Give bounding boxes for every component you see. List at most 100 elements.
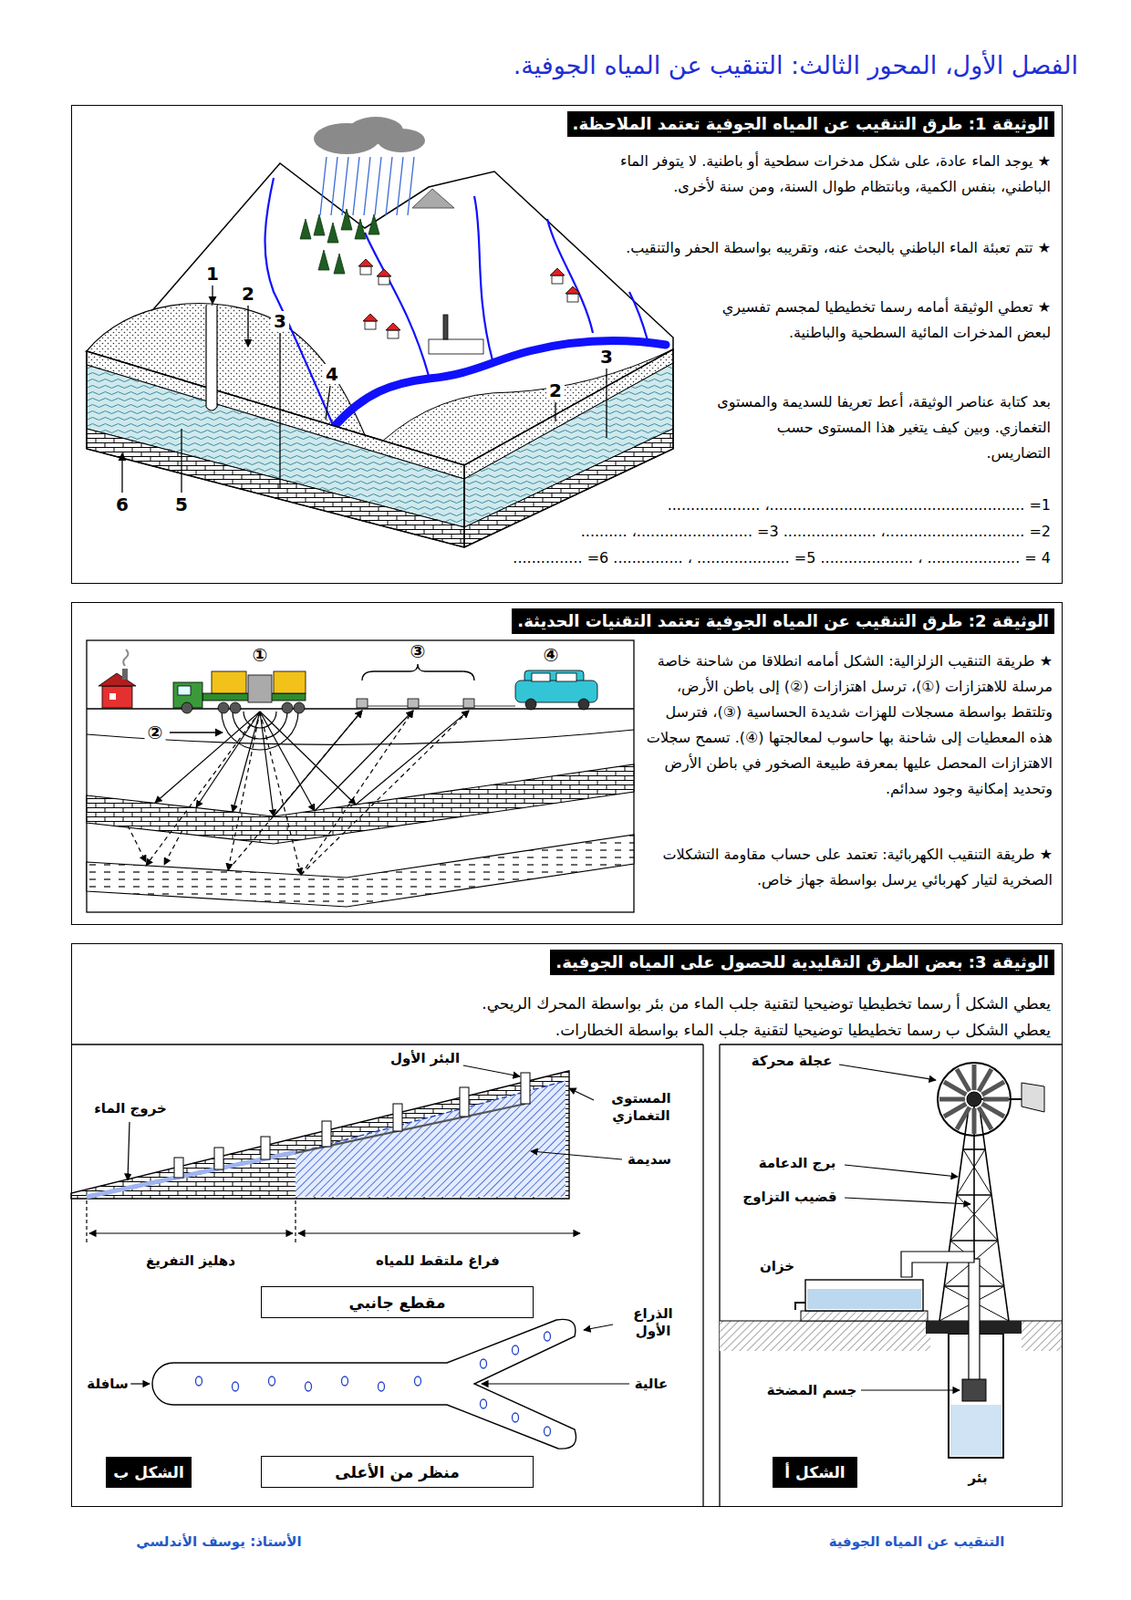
tank (805, 1279, 924, 1311)
computer-van (515, 670, 598, 710)
panel-dividers-part (702, 1044, 704, 1507)
well-shafts-part (393, 1103, 403, 1131)
house-part (102, 685, 133, 708)
riser-pipe (968, 1258, 980, 1381)
part-label: سافلة (83, 1375, 131, 1393)
vibrator-truck-part (248, 674, 272, 703)
box-label: مقطع جانبي (348, 1293, 446, 1312)
vibrator-truck-part (281, 702, 293, 714)
houses (358, 259, 581, 354)
shaft-openings-part (305, 1381, 312, 1391)
shaft-openings-part (196, 1376, 203, 1386)
houses-part (385, 322, 401, 331)
part-label: بئر (964, 1469, 990, 1487)
paragraph: ★ يوجد الماء عادة، على شكل مدخرات سطحية … (576, 148, 1051, 200)
computer-van-part (578, 698, 590, 710)
houses-part (363, 313, 378, 322)
trees-part (354, 218, 366, 239)
leader-lines-part (279, 332, 281, 488)
dashed-layer (86, 834, 634, 907)
rain-cloud-part-part (396, 156, 404, 216)
document-frame: الوثيقة 3: بعض الطرق التقليدية للحصول عل… (71, 943, 1063, 1507)
caption-box: مقطع جانبي (260, 1286, 534, 1318)
well-water (950, 1404, 1002, 1456)
part-label: سديمة (624, 1151, 675, 1169)
vibrator-truck-part (217, 702, 229, 714)
rain-cloud-part-part (331, 156, 338, 216)
leader-lines-part (463, 1065, 520, 1077)
shaft-openings-part (232, 1381, 239, 1391)
leader-lines-part (180, 428, 182, 493)
seismic-rays-part-part (300, 710, 414, 875)
streams-part (547, 218, 593, 333)
box-label: الشكل ب (113, 1463, 185, 1482)
answer-line: 2= ..............................، .....… (521, 519, 1051, 544)
geophones-part (367, 705, 516, 707)
seismic-rays-part-part (164, 830, 183, 865)
house (98, 649, 136, 708)
gallery (86, 1103, 526, 1198)
answer-line: 4 = .................... ، .............… (485, 546, 1051, 571)
shaft-openings-part (342, 1376, 349, 1386)
wind-wheel-part-part (983, 1097, 1009, 1102)
seismic-rays-part (314, 710, 414, 811)
wind-wheel-part (939, 1064, 1009, 1134)
snow-peak (412, 188, 455, 208)
box-label: منظر من الأعلى (334, 1463, 460, 1482)
faucet (795, 1302, 806, 1310)
shaft-openings-part (512, 1412, 519, 1422)
vibrator-truck-part (181, 702, 193, 714)
leader-lines-part (247, 305, 249, 347)
houses-part (360, 266, 372, 275)
seismic-rays-part-part (228, 711, 260, 871)
vibrator-truck-part (177, 685, 191, 696)
shaft-openings-part (269, 1376, 276, 1386)
support-tower-part (939, 1108, 969, 1321)
leader-lines (127, 1324, 630, 1384)
caption-box: منظر من الأعلى (260, 1455, 534, 1488)
figure-tag: الشكل ب (105, 1456, 192, 1488)
trees-part (368, 214, 380, 235)
part-label: عالية (632, 1375, 672, 1393)
rain-cloud-part (320, 156, 415, 216)
seismic-rays-part (259, 711, 356, 805)
leader-lines-part (481, 1382, 630, 1384)
dimension-lines-part (298, 1232, 581, 1234)
leader-lines (127, 1065, 623, 1181)
leader-lines-part (325, 385, 331, 420)
part-label: المستوى التغمازي (594, 1089, 688, 1125)
part-label: جسم المضخة (764, 1381, 861, 1400)
vibration-waves-part (221, 711, 299, 750)
answer-line: 1= .....................................… (594, 493, 1051, 518)
rain-cloud-part-part (352, 156, 360, 216)
document-frame: الوثيقة 1: طرق التنقيب عن المياه الجوفية… (71, 104, 1063, 584)
dimension-lines (86, 1200, 581, 1245)
geophones-part (407, 698, 419, 708)
pump-body (962, 1379, 986, 1401)
paragraph: يعطي الشكل ب رسما تخطيطيا توضيحيا لتقنية… (83, 1017, 1051, 1043)
document-heading: الوثيقة 3: بعض الطرق التقليدية للحصول عل… (549, 949, 1055, 976)
geophones-part (356, 698, 368, 708)
rain-cloud-part-part (407, 156, 415, 216)
paragraph: يعطي الشكل أ رسما تخطيطيا توضيحيا لتقنية… (83, 991, 1051, 1017)
houses-part (387, 330, 399, 339)
footer-text: التنقيب عن المياه الجوفية (826, 1533, 1008, 1551)
seismic-rays-part (259, 711, 274, 817)
paragraph: ★ تتم تعبئة الماء الباطني بالبحث عنه، وت… (576, 235, 1051, 261)
figure-tag: الشكل أ (772, 1456, 858, 1488)
computer-van-part (531, 673, 550, 682)
rain-cloud-part-part (363, 156, 371, 216)
well-shafts-part (321, 1120, 332, 1147)
leader-lines-part (839, 1064, 936, 1080)
houses-part (376, 269, 392, 277)
wind-wheel-part (966, 1091, 982, 1107)
callout-number: 3 (270, 311, 290, 332)
leader-lines (839, 1064, 971, 1391)
document-frame: الوثيقة 2: طرق التنقيب عن المياه الجوفية… (71, 601, 1063, 925)
wind-wheel-part-part (956, 1068, 970, 1091)
part-label: قضيب التزاوج (739, 1188, 840, 1206)
well-tube (206, 305, 218, 411)
shaft-openings-part (415, 1376, 422, 1386)
vibrator-truck-part (293, 702, 305, 714)
figure-frame (86, 640, 634, 913)
